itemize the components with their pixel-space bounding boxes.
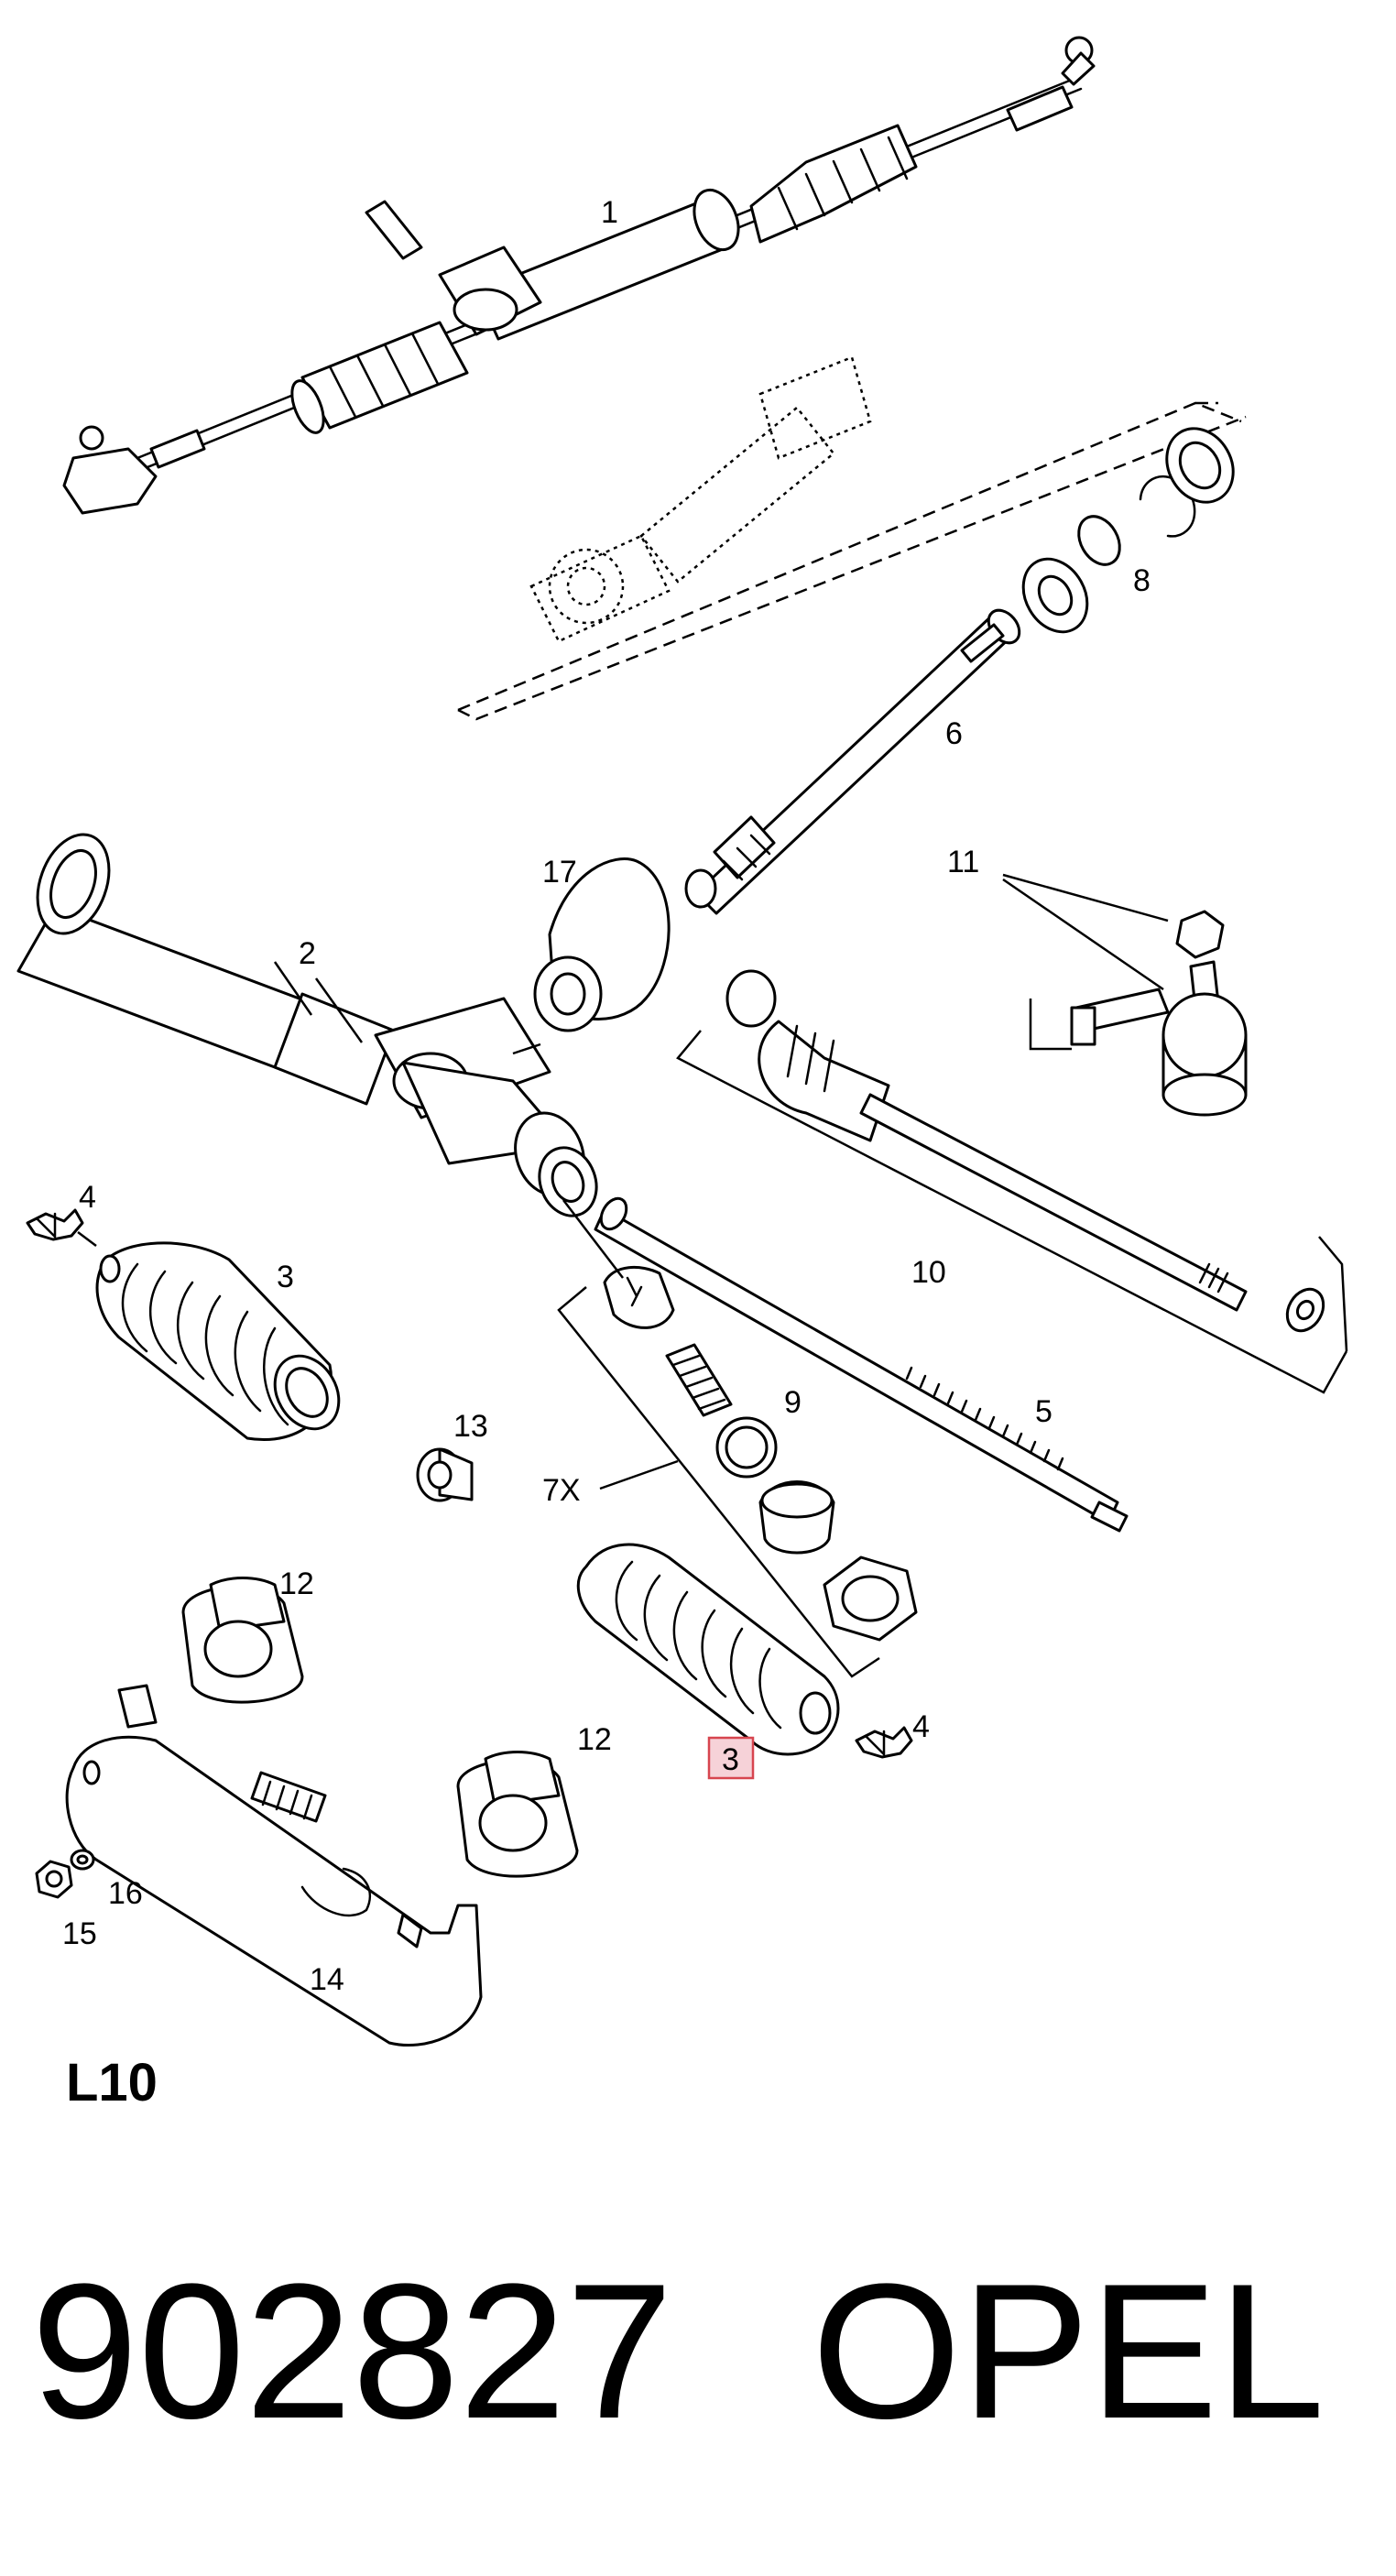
callout-13: 13 bbox=[453, 1409, 488, 1444]
part-8-bearing-kit bbox=[1021, 427, 1235, 634]
part-5-rack-bar bbox=[594, 1196, 1129, 1533]
callout-16: 16 bbox=[108, 1876, 143, 1911]
callout-4-right: 4 bbox=[912, 1709, 930, 1744]
callout-15: 15 bbox=[62, 1916, 97, 1951]
part-16-washer bbox=[70, 1849, 95, 1871]
part-6-pinion-shaft bbox=[684, 608, 1021, 915]
callout-12-upper: 12 bbox=[279, 1566, 314, 1601]
part-10-inner-tie-rod bbox=[676, 969, 1348, 1394]
callout-labels: 1 8 6 17 11 2 4 3 10 9 5 13 7X 12 12 4 1… bbox=[62, 195, 1151, 1997]
part-15-nut bbox=[35, 1860, 73, 1899]
part-footer: 902827 OPEL bbox=[31, 2237, 1369, 2466]
callout-10: 10 bbox=[911, 1255, 946, 1290]
leader-lines bbox=[77, 961, 679, 1490]
part-4-clip-right bbox=[855, 1726, 913, 1759]
part-3-bellows-right bbox=[576, 1543, 840, 1756]
part-12-mounting-rubber-upper bbox=[181, 1577, 304, 1704]
callout-9: 9 bbox=[784, 1385, 802, 1420]
pinion-group-outline bbox=[457, 355, 1247, 915]
part-2-rack-housing bbox=[16, 833, 598, 1217]
callout-11: 11 bbox=[947, 845, 979, 879]
part-7x-pressure-pad-kit bbox=[557, 1265, 918, 1678]
part-13-bush bbox=[416, 1447, 474, 1502]
callout-5: 5 bbox=[1035, 1394, 1052, 1429]
callout-6: 6 bbox=[945, 716, 963, 751]
part-3-bellows-left bbox=[95, 1241, 341, 1441]
brand-name: OPEL bbox=[812, 2243, 1325, 2459]
callout-14: 14 bbox=[310, 1962, 344, 1997]
sheet-code: L10 bbox=[66, 2053, 158, 2112]
highlight-box bbox=[707, 1736, 755, 1780]
part-number: 902827 bbox=[31, 2243, 673, 2459]
callout-8: 8 bbox=[1133, 563, 1151, 598]
callout-4-left: 4 bbox=[79, 1180, 96, 1215]
callout-3-highlighted: 3 bbox=[722, 1742, 739, 1777]
callout-12-lower: 12 bbox=[577, 1722, 612, 1757]
part-14-mounting-bracket bbox=[65, 1684, 483, 2047]
part-4-clip-left bbox=[26, 1208, 84, 1241]
callout-2: 2 bbox=[299, 936, 316, 971]
ghost-coupling-illustration bbox=[529, 355, 872, 643]
callout-7x: 7X bbox=[542, 1473, 581, 1508]
callout-17: 17 bbox=[542, 855, 577, 890]
callout-3-left: 3 bbox=[277, 1260, 294, 1294]
highlighted-callout-3[interactable]: 3 bbox=[707, 1736, 755, 1780]
part-1-steering-rack-assembly bbox=[62, 36, 1096, 515]
part-11-tie-rod-end bbox=[1002, 873, 1248, 1117]
part-12-mounting-rubber-lower bbox=[456, 1751, 579, 1878]
part-17-pinion-boot bbox=[533, 857, 671, 1032]
callout-1: 1 bbox=[601, 195, 618, 230]
